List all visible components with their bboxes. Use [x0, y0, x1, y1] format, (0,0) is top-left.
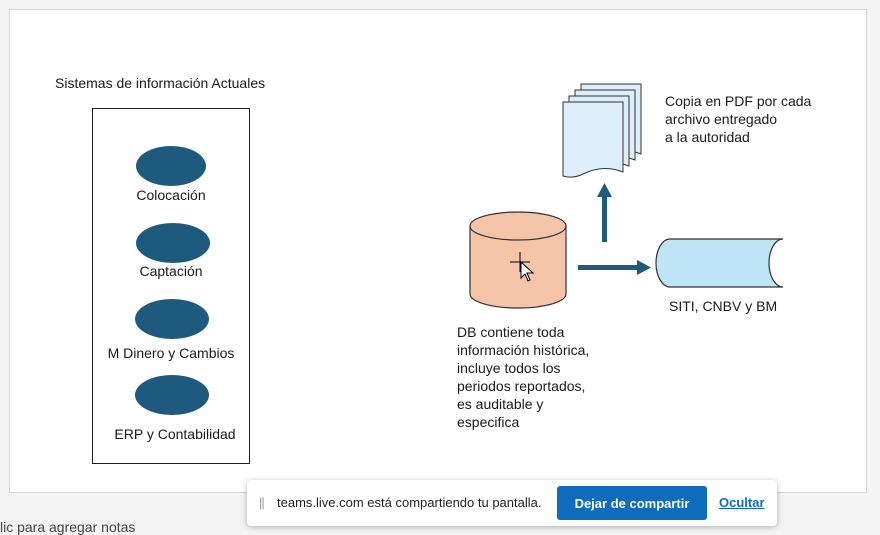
stop-sharing-button[interactable]: Dejar de compartir	[557, 486, 707, 520]
system-label-erp: ERP y Contabilidad	[114, 426, 236, 442]
drag-handle-icon[interactable]: ||	[259, 495, 265, 510]
systems-box	[92, 108, 250, 464]
storage-label: SITI, CNBV y BM	[669, 298, 778, 314]
pdf-description: Copia en PDF por cada archivo entregado …	[665, 92, 811, 146]
pdf-documents	[562, 83, 642, 178]
system-label-dinero: M Dinero y Cambios	[107, 345, 235, 361]
db-description-line: especifica	[457, 414, 520, 430]
system-label-captacion: Captación	[139, 263, 203, 279]
db-description-line: es auditable y	[457, 396, 544, 412]
db-description-line: incluye todos los	[457, 360, 561, 376]
storage-shape	[655, 238, 784, 288]
right-arrow	[578, 260, 651, 275]
share-message: teams.live.com está compartiendo tu pant…	[277, 495, 542, 510]
db-description-line: DB contiene toda	[457, 324, 565, 340]
slide-canvas: Sistemas de información Actuales Colocac…	[9, 9, 867, 493]
hide-link[interactable]: Ocultar	[719, 495, 765, 510]
captacion-ellipse	[136, 223, 210, 263]
move-cursor-icon	[510, 252, 535, 282]
pdf-description-line: Copia en PDF por cada	[665, 93, 812, 109]
db-description-line: periodos reportados,	[457, 378, 586, 394]
slide-title: Sistemas de información Actuales	[55, 75, 266, 91]
diagram-shapes	[469, 83, 784, 309]
pdf-description-line: a la autoridad	[665, 129, 750, 145]
database-cylinder	[469, 211, 567, 309]
notes-hint[interactable]: lic para agregar notas	[0, 519, 136, 535]
pdf-description-line: archivo entregado	[665, 111, 778, 127]
system-label-colocacion: Colocación	[136, 187, 206, 203]
erp-ellipse	[135, 375, 209, 415]
up-arrow	[597, 183, 612, 242]
screen-share-bar: || teams.live.com está compartiendo tu p…	[247, 480, 777, 526]
dinero-ellipse	[135, 299, 209, 339]
db-description-line: información histórica,	[457, 342, 590, 358]
colocacion-ellipse	[136, 146, 206, 186]
db-description: DB contiene toda información histórica, …	[457, 323, 589, 431]
